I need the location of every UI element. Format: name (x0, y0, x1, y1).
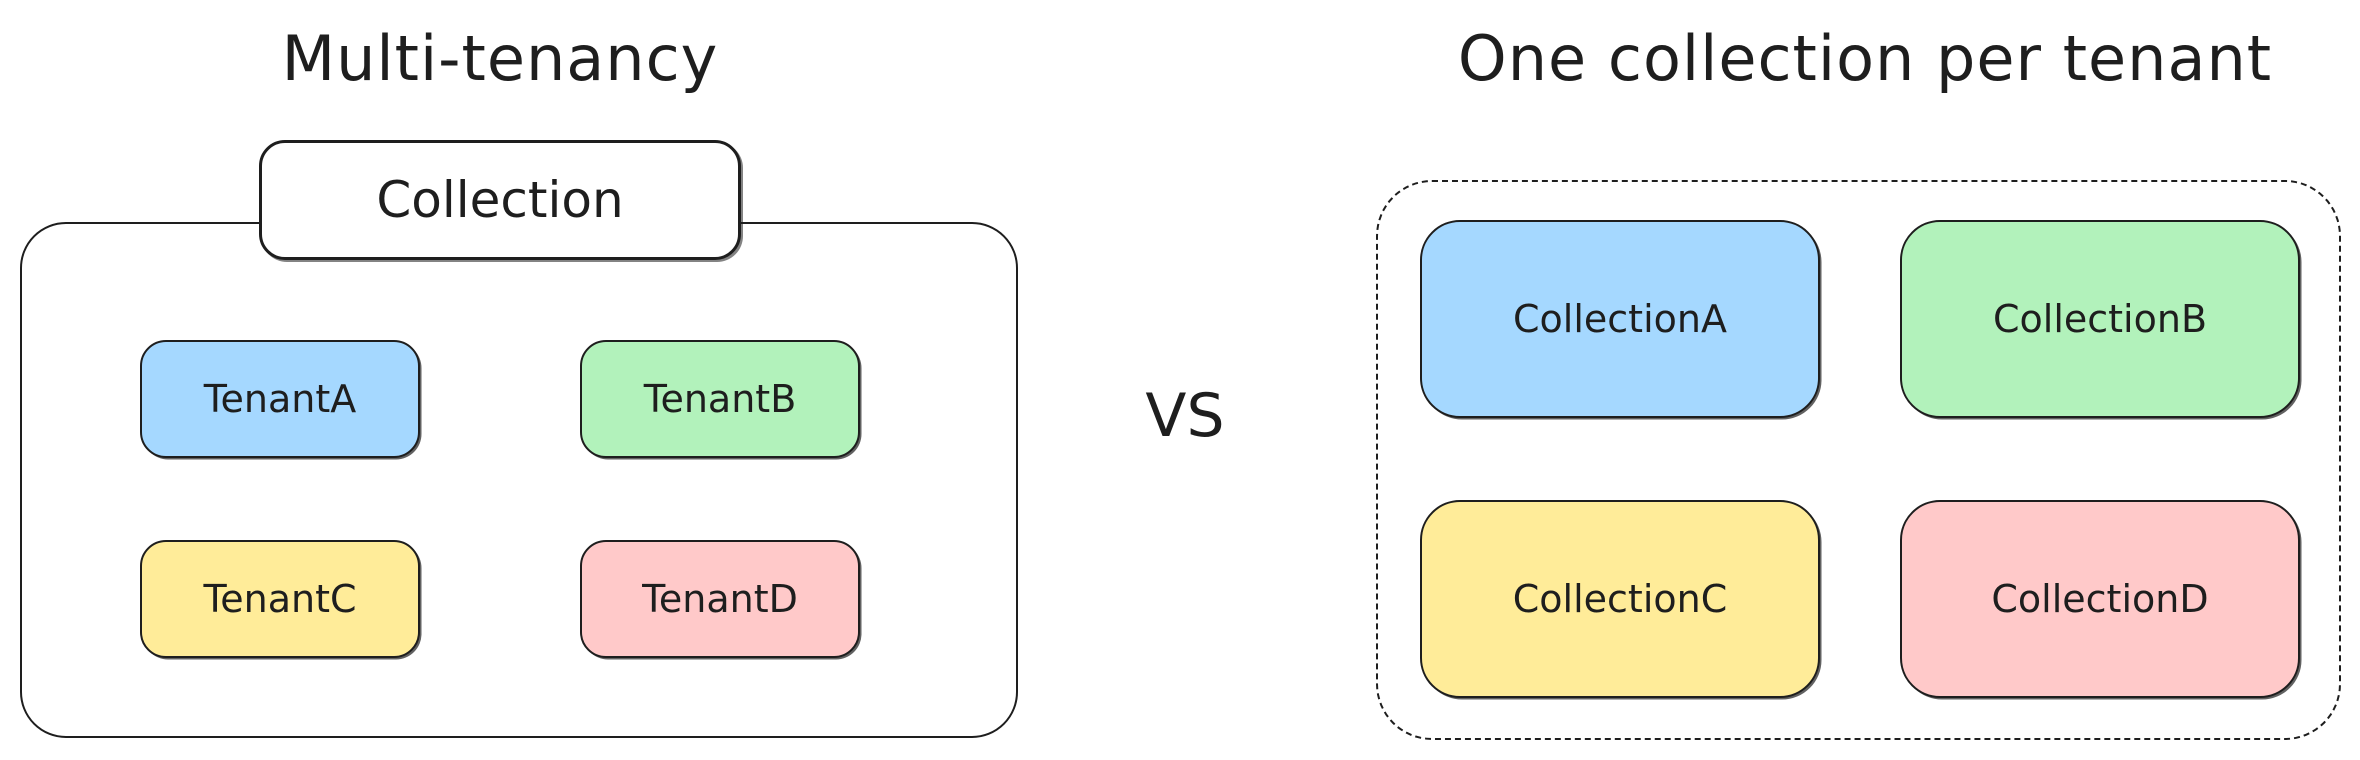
multi-tenancy-title: Multi-tenancy (281, 22, 719, 95)
one-collection-per-tenant-title: One collection per tenant (1457, 22, 2273, 95)
per-tenant-collections-group (1376, 180, 2341, 740)
tenant-a-box: TenantA (140, 340, 420, 458)
collection-label-box: Collection (259, 140, 741, 260)
collection-b-box: CollectionB (1900, 220, 2300, 418)
tenant-c-box: TenantC (140, 540, 420, 658)
multi-tenancy-collection-container (20, 222, 1018, 738)
collection-d-box: CollectionD (1900, 500, 2300, 698)
tenant-b-box: TenantB (580, 340, 860, 458)
vs-label: VS (1145, 381, 1225, 451)
tenant-d-box: TenantD (580, 540, 860, 658)
collection-c-box: CollectionC (1420, 500, 1820, 698)
collection-a-box: CollectionA (1420, 220, 1820, 418)
